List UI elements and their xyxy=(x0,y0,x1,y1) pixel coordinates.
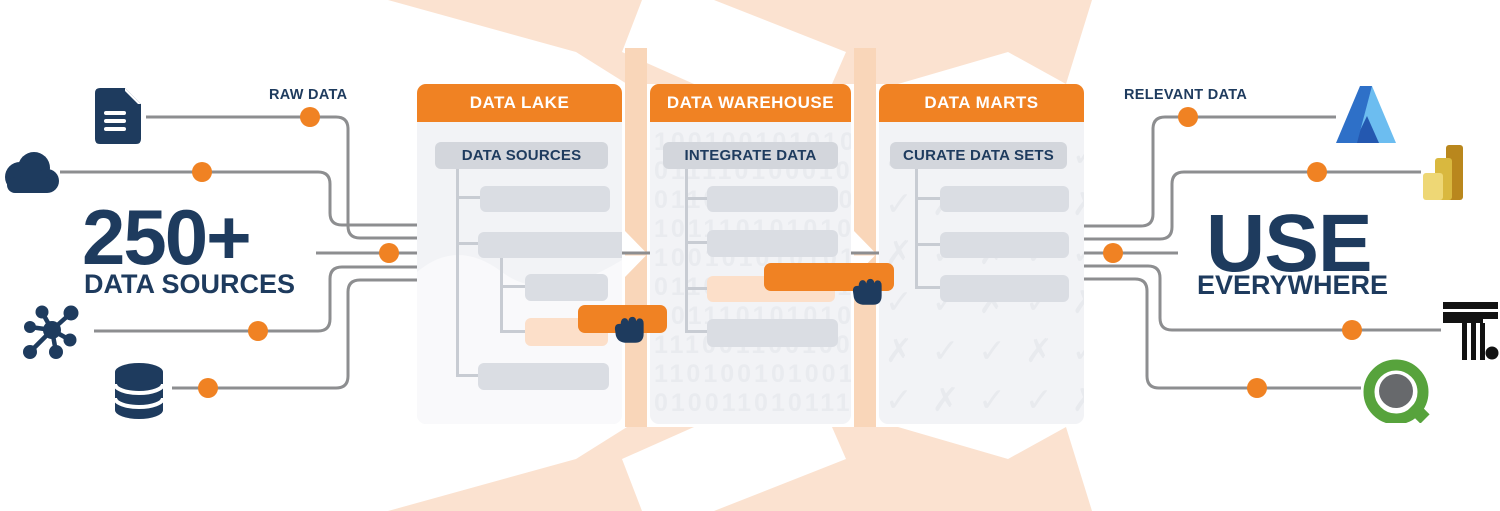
power-bi-icon xyxy=(1423,145,1463,200)
network-hub-icon xyxy=(23,305,79,359)
tree-bar xyxy=(940,275,1069,302)
data-sources-count: 250+ xyxy=(82,193,252,281)
tree-bar xyxy=(707,186,838,212)
panel-title-data-marts: DATA MARTS xyxy=(879,84,1084,122)
tree-bar xyxy=(478,232,622,258)
tree-bar xyxy=(940,186,1069,212)
document-icon xyxy=(95,88,141,144)
raw-data-label: RAW DATA xyxy=(269,87,348,103)
grab-hand-icon[interactable] xyxy=(608,306,654,352)
tree-bar xyxy=(707,319,838,347)
lake-pill: DATA SOURCES xyxy=(435,142,608,169)
panel-title-data-warehouse: DATA WAREHOUSE xyxy=(650,84,851,122)
tree-bar xyxy=(525,274,608,301)
panel-data-warehouse: 1001001010101101011110100010010001101010… xyxy=(650,84,851,424)
tree-bar xyxy=(940,232,1069,258)
wire-node-dots xyxy=(192,107,1362,398)
cloud-icon xyxy=(5,152,59,193)
panel-data-marts: ✗✓✓✗✓✗✓✗✓✓✗✓✗✓✗✓✓✗✓✓✗✓✗✓✗✓✓✗✓✗✓✗✓✓✗✓ DAT… xyxy=(879,84,1084,424)
everywhere-title: EVERYWHERE xyxy=(1197,270,1389,300)
panel-title-data-lake: DATA LAKE xyxy=(417,84,622,122)
database-icon xyxy=(113,363,165,419)
tree-bar xyxy=(480,186,610,212)
tableau-icon xyxy=(1443,302,1499,360)
relevant-data-label: RELEVANT DATA xyxy=(1124,87,1248,103)
qlik-icon xyxy=(1363,359,1430,423)
tree-bar xyxy=(478,363,609,390)
azure-icon xyxy=(1336,86,1396,143)
use-title: USE xyxy=(1206,198,1373,289)
grab-hand-icon[interactable] xyxy=(846,268,892,314)
panel-data-lake: DATA LAKE DATA SOURCES xyxy=(417,84,622,424)
warehouse-pill: INTEGRATE DATA xyxy=(663,142,838,169)
tree-bar xyxy=(707,230,838,257)
marts-pill: CURATE DATA SETS xyxy=(890,142,1067,169)
data-sources-count-label: DATA SOURCES xyxy=(84,269,296,299)
